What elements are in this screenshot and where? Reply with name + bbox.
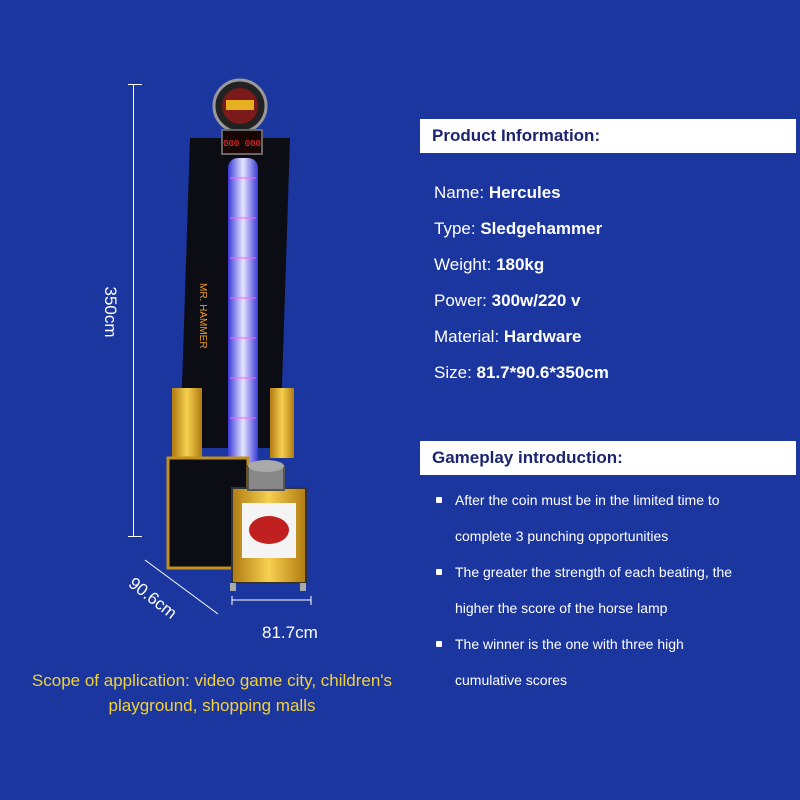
info-value: 300w/220 v: [491, 291, 581, 310]
depth-dimension-line: [144, 559, 219, 615]
gameplay-heading: Gameplay introduction:: [420, 441, 796, 475]
info-row-material: Material: Hardware: [434, 327, 581, 347]
height-dimension-line: [133, 84, 134, 536]
width-dimension-label: 81.7cm: [262, 623, 318, 642]
info-label: Size:: [434, 363, 472, 382]
gameplay-item-line: cumulative scores: [455, 672, 568, 688]
bullet-icon: [436, 497, 442, 503]
info-label: Weight:: [434, 255, 492, 274]
info-label: Power:: [434, 291, 487, 310]
info-row-weight: Weight: 180kg: [434, 255, 544, 275]
gameplay-item-line: higher the score of the horse lamp: [455, 600, 668, 616]
info-value: Hardware: [503, 327, 582, 346]
info-row-size: Size: 81.7*90.6*350cm: [434, 363, 609, 383]
info-row-type: Type: Sledgehammer: [434, 219, 602, 239]
info-label: Name:: [434, 183, 485, 202]
info-value: Sledgehammer: [480, 219, 603, 238]
info-value: Hercules: [488, 183, 561, 202]
gameplay-item-line: After the coin must be in the limited ti…: [455, 492, 720, 508]
hammer-machine-image: 000 000 MR. HAMMER: [166, 78, 307, 591]
dimension-lines: [144, 559, 312, 615]
gameplay-item-line: The greater the strength of each beating…: [455, 564, 733, 580]
product-info-heading: Product Information:: [420, 119, 796, 153]
machine-display: 000 000: [223, 139, 261, 149]
info-value: 81.7*90.6*350cm: [476, 363, 609, 382]
height-dimension-cap-bottom: [128, 536, 142, 537]
machine-side-text: MR. HAMMER: [197, 283, 208, 349]
info-row-name: Name: Hercules: [434, 183, 561, 203]
info-label: Material:: [434, 327, 500, 346]
info-value: 180kg: [496, 255, 545, 274]
info-row-power: Power: 300w/220 v: [434, 291, 581, 311]
height-dimension-cap-top: [128, 84, 142, 85]
gameplay-item-line: complete 3 punching opportunities: [455, 528, 669, 544]
scope-of-application: Scope of application: video game city, c…: [31, 671, 393, 715]
bullet-icon: [436, 569, 442, 575]
bullet-icon: [436, 641, 442, 647]
info-label: Type:: [434, 219, 476, 238]
gameplay-item-line: The winner is the one with three high: [455, 636, 684, 652]
